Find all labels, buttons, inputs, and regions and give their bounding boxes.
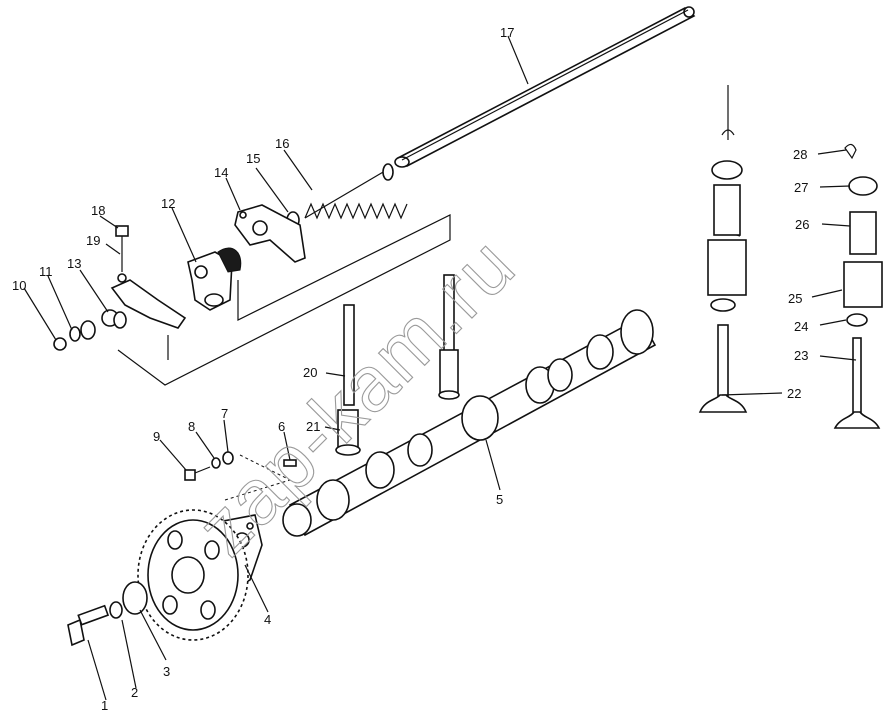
push-rod-part-20 — [343, 274, 460, 406]
callout-13: 13 — [67, 256, 81, 271]
callout-12: 12 — [161, 196, 175, 211]
cap-part-10 — [53, 337, 67, 351]
bolt-part-9 — [184, 466, 211, 481]
adjust-screw-part-18 — [115, 225, 129, 272]
callout-19: 19 — [86, 233, 100, 248]
ring-part-11b — [69, 326, 81, 342]
washer-part-2 — [109, 601, 123, 619]
callout-18: 18 — [91, 203, 105, 218]
callout-7: 7 — [221, 406, 228, 421]
bolt-part-1 — [67, 604, 110, 647]
rocker-arm-part-13 — [101, 273, 187, 360]
callout-4: 4 — [264, 612, 271, 627]
valve-assembly-right — [833, 143, 883, 429]
callout-26: 26 — [795, 217, 809, 232]
callout-27: 27 — [794, 180, 808, 195]
shaft-part — [394, 6, 696, 168]
callout-15: 15 — [246, 151, 260, 166]
callout-23: 23 — [794, 348, 808, 363]
washer-part-3 — [122, 581, 148, 615]
callout-2: 2 — [131, 685, 138, 700]
rocker-arm-part-14 — [234, 204, 306, 263]
callout-11: 11 — [39, 264, 53, 279]
callouts: 1 2 3 4 5 6 7 8 9 10 11 12 13 14 15 16 1… — [12, 25, 809, 712]
callout-9: 9 — [153, 429, 160, 444]
callout-3: 3 — [163, 664, 170, 679]
washer-part-8 — [211, 457, 221, 469]
callout-24: 24 — [794, 319, 808, 334]
tappet-part-21 — [335, 409, 361, 456]
callout-17: 17 — [500, 25, 514, 40]
guide-dash — [224, 454, 291, 501]
leader-lines — [23, 35, 857, 701]
camshaft-part-5 — [282, 309, 657, 537]
camshaft-gear-part-3 — [137, 509, 249, 641]
callout-16: 16 — [275, 136, 289, 151]
rocker-bracket-part-12 — [187, 247, 242, 311]
callout-6: 6 — [278, 419, 285, 434]
ring-part-11 — [80, 320, 96, 340]
callout-25: 25 — [788, 291, 802, 306]
callout-28: 28 — [793, 147, 807, 162]
linkage-line — [117, 214, 451, 386]
callout-22: 22 — [787, 386, 801, 401]
callout-21: 21 — [306, 419, 320, 434]
callout-20: 20 — [303, 365, 317, 380]
callout-1: 1 — [101, 698, 108, 712]
callout-14: 14 — [214, 165, 228, 180]
shaft-spring-part — [304, 163, 408, 220]
callout-8: 8 — [188, 419, 195, 434]
callout-10: 10 — [12, 278, 26, 293]
callout-5: 5 — [496, 492, 503, 507]
valve-assembly-left — [698, 85, 748, 413]
